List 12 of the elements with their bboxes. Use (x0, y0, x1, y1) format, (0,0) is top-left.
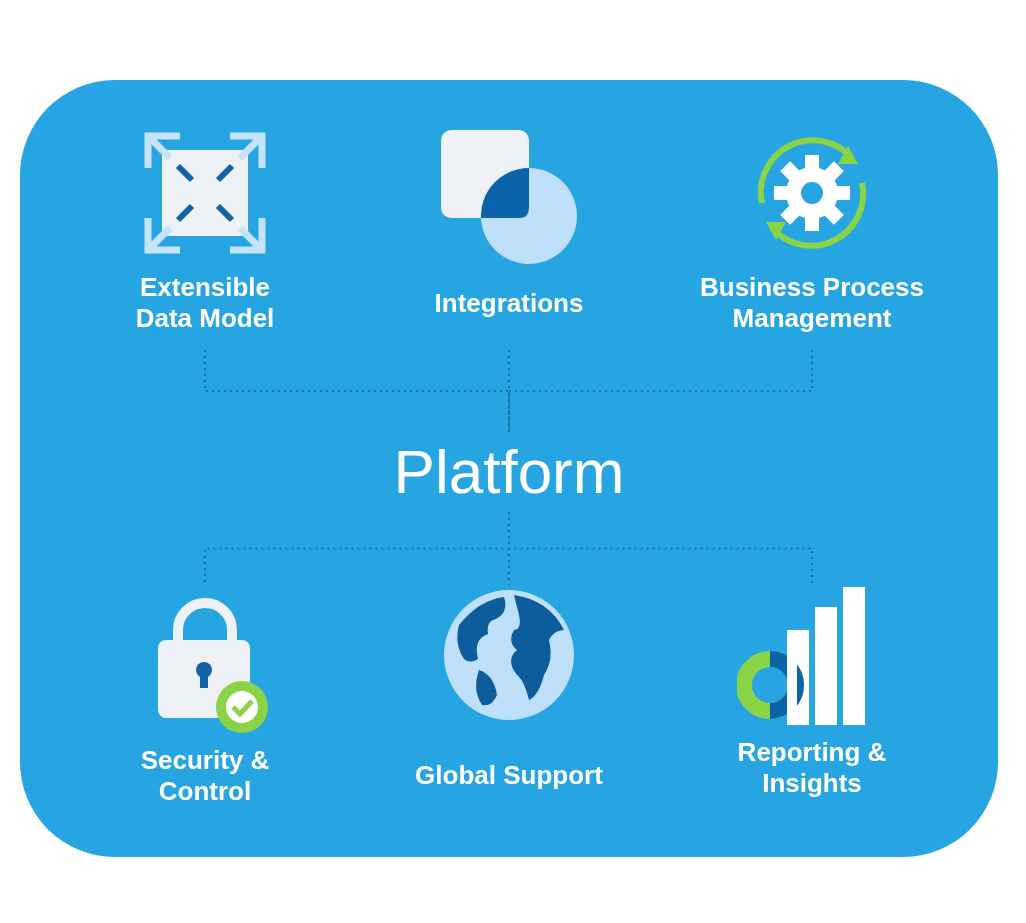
feature-label: Extensible Data Model (134, 272, 276, 334)
dotted-connector (508, 511, 813, 586)
feature-label: Reporting & Insights (736, 737, 888, 799)
feature-label: Security & Control (139, 745, 271, 807)
central-title: Platform (392, 436, 626, 508)
feature-label: Business Process Management (699, 272, 925, 334)
feature-label: Integrations (433, 288, 585, 319)
panel-background (20, 80, 998, 857)
dotted-connector (508, 349, 510, 433)
feature-label: Global Support (414, 760, 604, 791)
dotted-connector (508, 349, 813, 433)
dotted-connector (204, 349, 510, 433)
